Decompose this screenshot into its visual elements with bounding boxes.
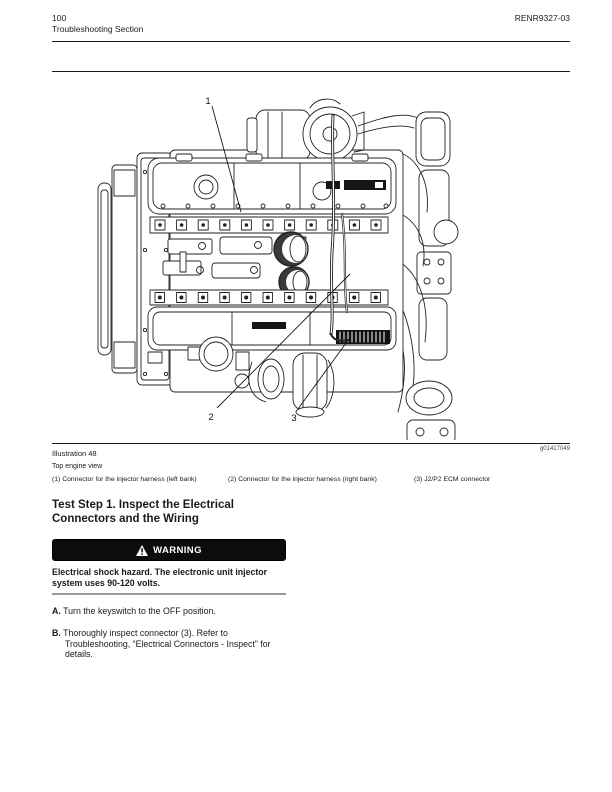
caption-1-num: (1) — [52, 476, 61, 483]
caption-3-text: J2/P2 ECM connector — [424, 476, 491, 483]
header-left: 100 Troubleshooting Section — [52, 13, 143, 35]
figure-caption-2: (2) Connector for the injector harness (… — [228, 476, 405, 485]
warning-label: WARNING — [153, 544, 202, 556]
figure-caption-1: (1) Connector for the injector harness (… — [52, 476, 225, 485]
step-b-text: Thoroughly inspect connector (3). Refer … — [63, 627, 271, 660]
step-a-letter: A. — [52, 606, 61, 616]
caption-2-num: (2) — [228, 476, 237, 483]
caption-2-text: Connector for the injector harness (righ… — [238, 476, 377, 483]
figure-caption-3: (3) J2/P2 ECM connector — [414, 476, 577, 485]
callout-2-label: 2 — [208, 412, 213, 423]
figure-bottom-rule — [52, 443, 570, 444]
step-a-text: Turn the keyswitch to the OFF position. — [63, 606, 216, 616]
figure-top-rule — [52, 71, 570, 72]
figure-view-title: Top engine view — [52, 463, 103, 470]
test-step-list: A. Turn the keyswitch to the OFF positio… — [52, 606, 294, 671]
page-number: 100 — [52, 13, 67, 23]
figure-ref-code: g01417049 — [539, 446, 570, 452]
warning-separator — [52, 593, 286, 595]
section-title: Troubleshooting Section — [52, 24, 144, 34]
test-step-heading: Test Step 1. Inspect the Electrical Conn… — [52, 499, 234, 525]
step-b-letter: B. — [52, 627, 61, 638]
step-b: B. Thoroughly inspect connector (3). Ref… — [52, 628, 294, 660]
warning-triangle-icon — [136, 544, 149, 556]
warning-text: Electrical shock hazard. The electronic … — [52, 567, 268, 588]
callout-3-label: 3 — [291, 413, 296, 424]
doc-number: RENR9327-03 — [514, 13, 570, 23]
engine-illustration-svg: 1 2 3 — [97, 96, 459, 445]
figure-label: Illustration 48 — [52, 449, 97, 458]
engine-figure: 1 2 3 — [60, 88, 460, 445]
warning-banner: WARNING — [52, 539, 286, 561]
header-rule — [52, 41, 570, 42]
caption-1-text: Connector for the injector harness (left… — [62, 476, 197, 483]
caption-3-num: (3) — [414, 476, 423, 483]
callout-1-label: 1 — [205, 96, 210, 107]
step-a: A. Turn the keyswitch to the OFF positio… — [52, 606, 294, 617]
